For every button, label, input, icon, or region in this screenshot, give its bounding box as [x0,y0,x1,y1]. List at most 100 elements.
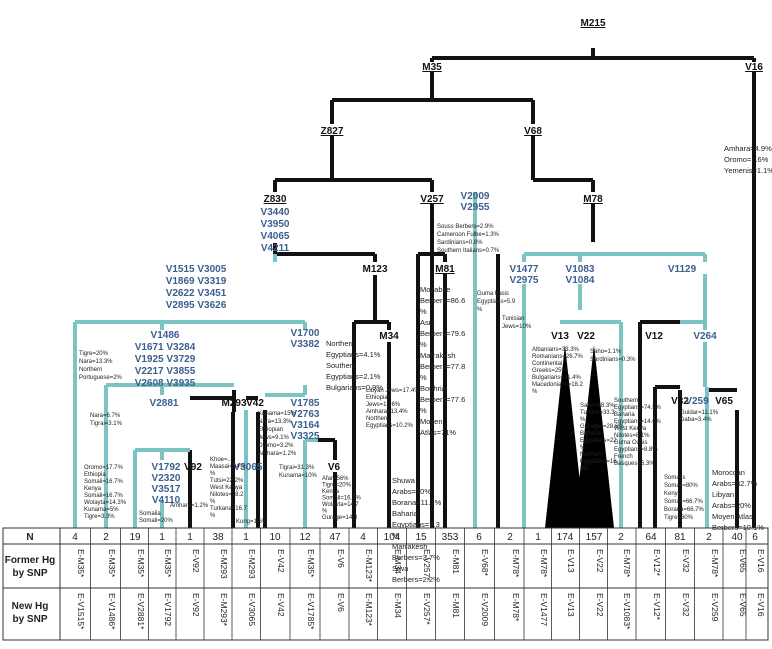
table-cell-new: E-M123* [364,593,374,627]
annot-v1785: Tigrai=31.3% [279,465,315,471]
annot-v12: Egyptians=8.8% [614,447,658,453]
annot-m81: Berbers=86.6 [420,296,465,305]
annot-v13: % [532,389,538,395]
annot-m293: Khoe=... [210,457,233,463]
table-cell-n: 10 [269,532,281,543]
annot-v32: Tigre=60% [664,515,694,521]
table-cell-former: E-V16 [756,549,766,573]
annot-v65: Moyen Atlas [712,512,753,521]
table-cell-n: 47 [329,532,341,543]
table-cell-former: E-M293 [247,549,257,579]
node-v1792: V2320 [152,473,181,484]
annot-v65: Moroccan [712,468,745,477]
node-m293: M293 [221,398,246,409]
haplogroup-wedges [545,345,614,528]
annot-m81: Bouhria [420,384,447,393]
annot-m34-lower: Borana=11.1% [392,498,442,507]
annot-v1792: Wolayta=14.3% [84,500,127,506]
annot-m123: Egyptians=4.1% [326,350,381,359]
table-cell-n: 1 [243,532,249,543]
node-v22: V22 [577,331,595,342]
node-v1477: V1477 [510,264,539,275]
annot-m123: Bulgarians=0.9% [326,383,383,392]
node-z830-snps: V3440 [261,207,290,218]
node-z830-snps: V3950 [261,219,290,230]
table-cell-n: 6 [752,532,758,543]
table-cell-new: E-V16 [756,593,766,617]
table-cell-former: E-M35* [163,549,173,578]
table-cell-new: E-M34 [393,593,403,618]
annot-m81: % [420,373,427,382]
annot-v42: Nara=13.3% [258,419,292,425]
node-v1700: V1700 [291,328,320,339]
node-v259: V259 [685,396,709,407]
node-v1486: V1486 [151,330,180,341]
table-cell-new: E-V13 [566,593,576,617]
annot-v16: Yemenis=1.1% [724,166,772,175]
node-m81: M81 [435,264,455,275]
table-cell-n: 1 [187,532,193,543]
table-cell-new: E-M81 [451,593,461,618]
table-cell-former: E-M123* [364,549,374,583]
annot-m78: % [477,307,483,313]
annot-v12: Basques=6.3% [614,461,655,467]
annot-v6: % [322,509,328,515]
annot-m34-upper: Libyan Jews=17.4% [366,388,420,394]
row-label-former: Former Hg [5,555,56,566]
table-cell-new: E-V3065 [247,593,257,626]
node-v65: V65 [715,396,733,407]
node-v1515: V2895 V3626 [166,300,227,311]
node-z827: Z827 [321,126,344,137]
annot-v1792: Tigre=3.3% [84,514,115,520]
annot-v22: Saho=88.3% [580,403,615,409]
annot-v6: Somali=16.7% [322,496,362,502]
table-cell-n: 4 [360,532,366,543]
node-v1792: V1792 [152,462,181,473]
node-v12: V12 [645,331,663,342]
population-annotations: Amhara=4.9%Oromo=1.6%Yemenis=1.1%Souss B… [79,144,772,584]
annot-v13: Bulgarians=21.4% [532,375,582,381]
table-cell-n: 40 [731,532,743,543]
annot-m34-upper: Northern [366,416,389,422]
annot-m123: Southern [326,361,356,370]
annot-v22: % [580,417,586,423]
annot-v6: Wolayta=14.7 [322,502,359,508]
annot-m81: Moyen [420,417,443,426]
annot-v1792: Somali=16.7% [84,479,124,485]
node-v1785: V3325 [291,431,320,442]
annot-v13: Romanians=26.7% [532,354,584,360]
table-cell-new: E-V42 [276,593,286,617]
annot-v259: Daba=3.4% [680,417,712,423]
annot-v12: West Kenya [614,426,647,432]
annot-m34-lower: Berbers=2.2% [392,575,440,584]
node-m34: M34 [379,331,399,342]
annot-m34-lower: Siwa [392,564,409,573]
annot-v16: Amhara=4.9% [724,144,772,153]
annot-v22: Egyptians=16. [580,459,619,465]
node-v1486: V2608 V3935 [135,378,196,389]
annot-v1515: Portuguese=2% [79,375,123,381]
annot-m34-lower: Marrakesh [392,542,427,551]
annot-v22: Baharia [580,431,601,437]
node-v1515: V1869 V3319 [166,276,227,287]
black-branches [188,48,756,528]
node-v1083: V1084 [566,275,595,286]
annot-m34-lower: % [392,531,399,540]
annot-m293: Tutsi=22.2% [210,478,244,484]
node-v1792: V4110 [152,495,181,506]
annot-v12: French [614,454,633,460]
annot-v12: Egyptians=14.6% [614,419,662,425]
node-m123: M123 [362,264,387,275]
annot-v1083: Sardinians=0.3% [590,357,636,363]
table-cell-former: E-M35* [306,549,316,578]
annot-v6: Kenya [322,489,340,495]
annot-v12: Baharia [614,412,635,418]
annot-v12: Guma Oasis [614,440,647,446]
table-cell-n: 15 [415,532,427,543]
annot-v22: Gurages=28.6% [580,424,624,430]
table-cell-former: E-V68* [480,549,490,577]
node-m78: M78 [583,194,603,205]
annot-v42: Amhara=1.2% [258,451,297,457]
annot-v257: Sardinians=0.8% [437,240,483,246]
annot-v65: Arabs=20% [712,501,751,510]
